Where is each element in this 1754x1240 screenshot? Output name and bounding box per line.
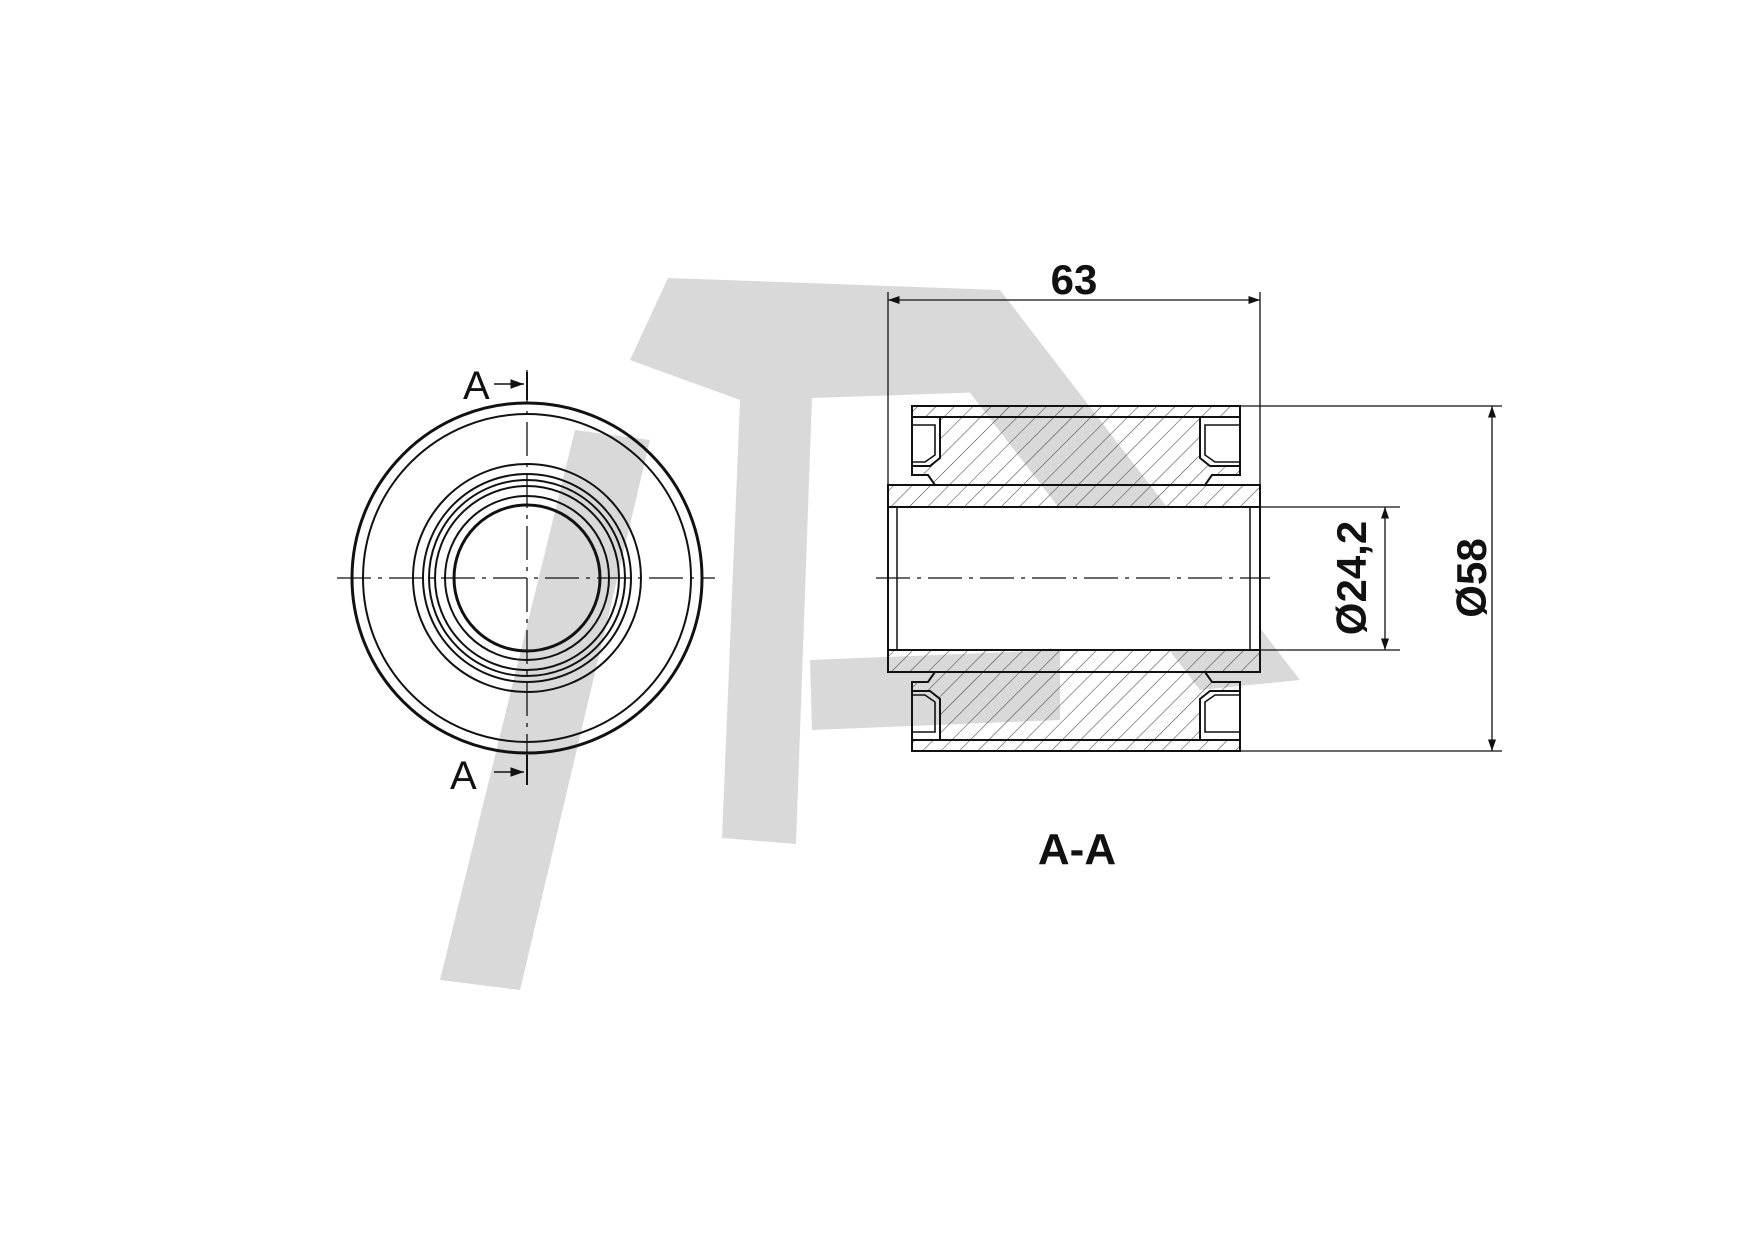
bore — [452, 503, 602, 653]
middle-ring — [412, 463, 642, 693]
section-marker-top: A — [463, 364, 490, 408]
section-marker-bottom: A — [450, 754, 477, 798]
inner-sleeve-top — [887, 484, 1261, 508]
middle-ring-2 — [422, 473, 632, 683]
dimension-inner-diameter — [1260, 506, 1400, 651]
outer-ring-inner-edge — [362, 413, 692, 743]
dimension-inner-diameter-label: Ø24,2 — [1328, 521, 1375, 635]
dimension-length-label: 63 — [1051, 256, 1098, 303]
section-label: A-A — [1038, 825, 1116, 874]
rubber-body-top — [911, 416, 1241, 486]
dimension-outer-diameter — [1240, 405, 1502, 752]
outer-ring — [350, 401, 704, 755]
outer-sleeve-bottom — [911, 739, 1241, 752]
inner-sleeve-outer — [444, 495, 610, 661]
section-arrow-bottom — [494, 755, 528, 785]
middle-ring-4 — [434, 485, 620, 671]
middle-ring-3 — [428, 479, 626, 677]
front-view: A A — [337, 364, 715, 798]
dimension-length — [887, 292, 1261, 485]
dimension-outer-diameter-label: Ø58 — [1448, 538, 1495, 617]
outer-sleeve-top — [911, 405, 1241, 418]
inner-sleeve-bottom — [887, 649, 1261, 673]
section-view — [876, 405, 1270, 752]
rubber-body-bottom — [911, 671, 1241, 741]
